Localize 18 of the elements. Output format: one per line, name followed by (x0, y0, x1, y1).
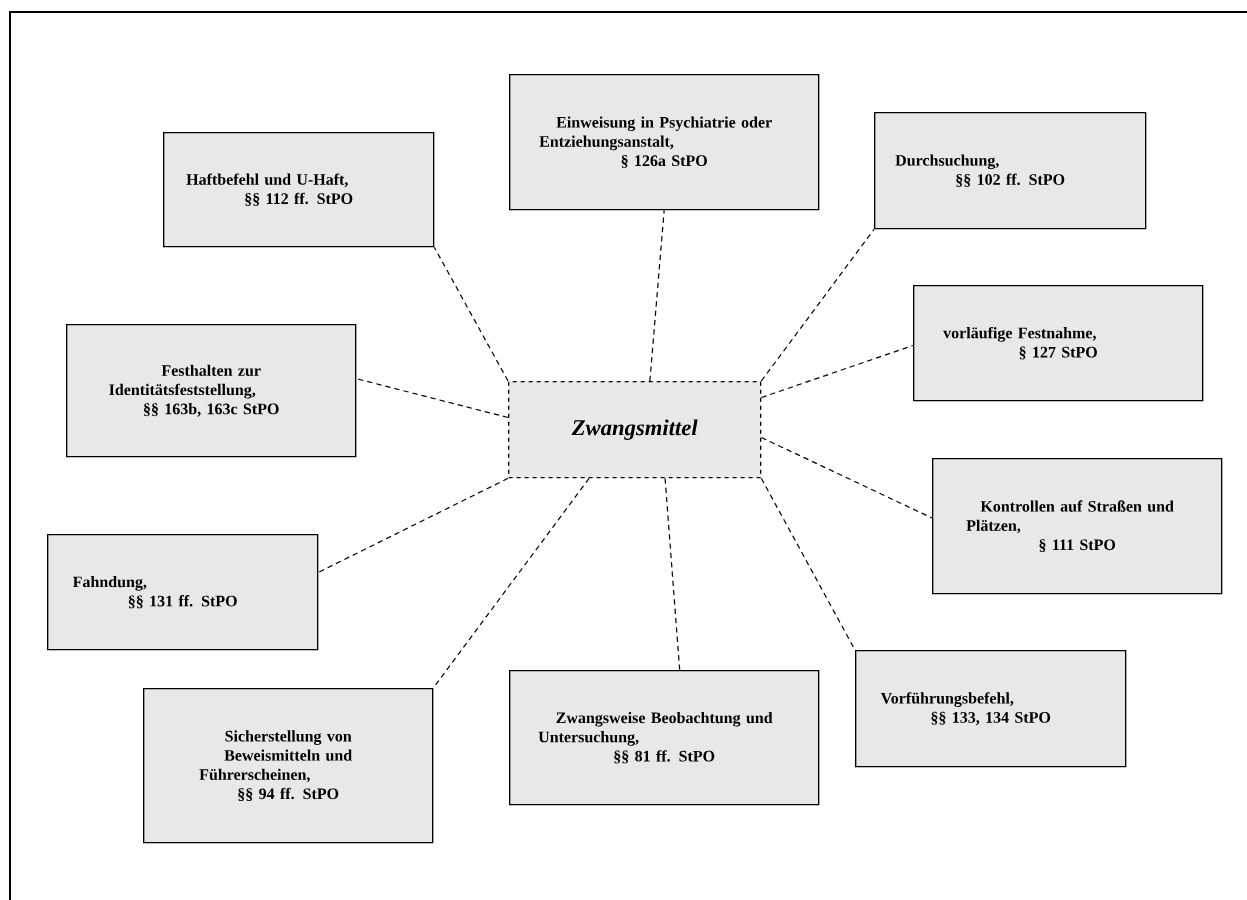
connector-line (760, 228, 875, 382)
measure-box: vorläufige Festnahme, § 127 StPO (913, 285, 1204, 402)
measure-box: Einweisung in Psychiatrie oder Entziehungsanstalt, § 126a StPO (509, 74, 820, 211)
measure-box: Haftbefehl und U-Haft, §§ 112 ff. StPO (163, 132, 435, 248)
connector-line (317, 477, 509, 573)
measure-box: Kontrollen auf Straßen und Plätzen, § 111 StPO (932, 458, 1223, 595)
measure-box: Vorführungsbefehl, §§ 133, 134 StPO (855, 650, 1127, 768)
connector-line (664, 477, 681, 671)
connector-line (433, 246, 509, 382)
measure-box: Festhalten zur Identitätsfeststellung, §§ 163b, 163c StPO (66, 324, 357, 458)
measure-box: Durchsuchung, §§ 102 ff. StPO (874, 112, 1147, 230)
central-box: Zwangsmittel (508, 381, 762, 479)
measure-box: Zwangsweise Beobachtung und Untersuchung, §§ 81 ff. StPO (509, 670, 820, 806)
connector-line (649, 209, 665, 382)
connector-line (355, 378, 509, 419)
measure-box: Sicherstellung von Beweismitteln und Führerscheinen, §§ 94 ff. StPO (143, 688, 434, 844)
connector-line (432, 477, 590, 689)
measure-box: Fahndung, §§ 131 ff. StPO (47, 534, 319, 651)
